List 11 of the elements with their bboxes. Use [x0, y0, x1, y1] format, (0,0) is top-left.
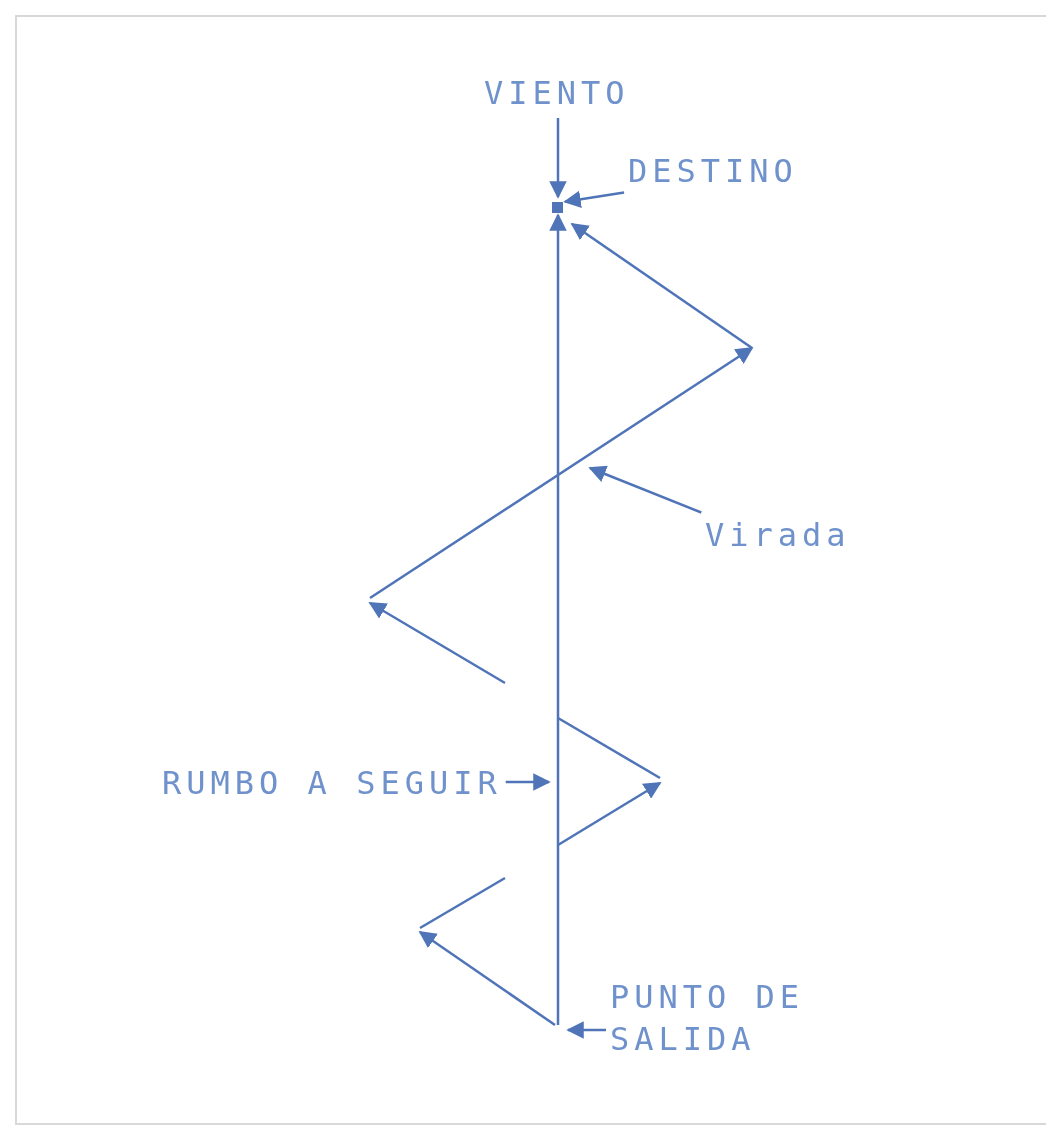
leader-line [566, 1021, 606, 1039]
course-arrow [549, 213, 567, 1025]
course-label: RUMBO A SEGUIR [162, 762, 502, 804]
start-point-label: PUNTO DE SALIDA [610, 976, 820, 1060]
tack-label: Virada [705, 514, 851, 556]
leader-line [563, 190, 625, 208]
destination-label: DESTINO [628, 150, 798, 192]
leader-line [588, 465, 702, 514]
leader-line [505, 773, 551, 791]
destination-marker [552, 202, 563, 213]
wind-label: VIENTO [484, 73, 630, 114]
